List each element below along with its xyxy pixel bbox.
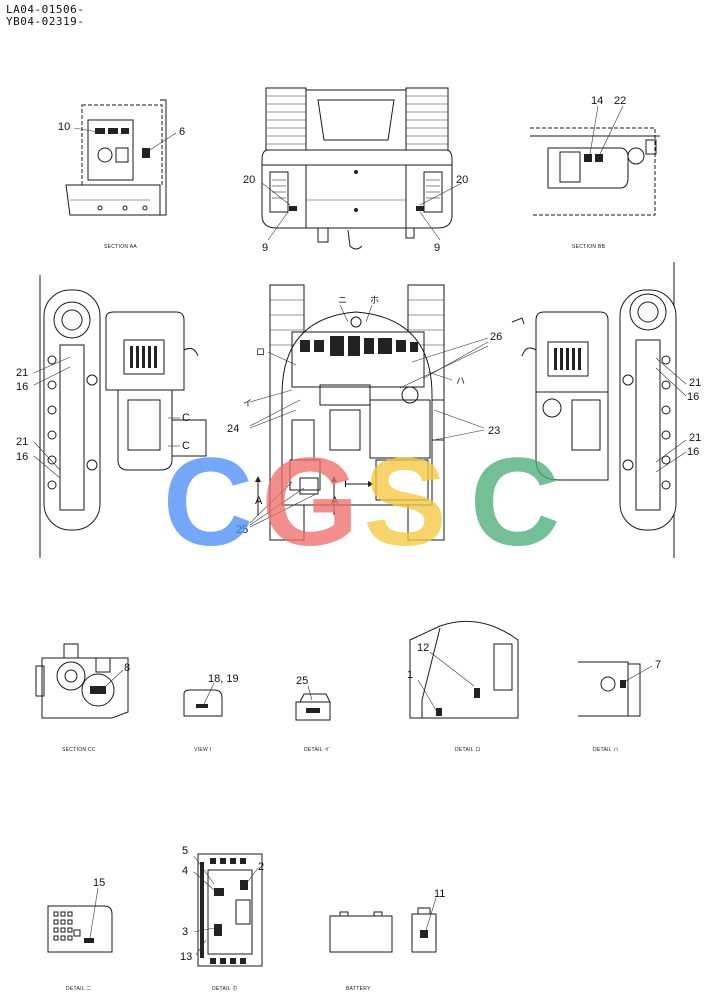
- detail-ho-view: [193, 853, 263, 967]
- section-marker-c-upper: C: [182, 412, 190, 424]
- callout-10: 10: [58, 121, 70, 133]
- callout-3: 3: [182, 926, 188, 938]
- callout-20-right: 20: [456, 174, 468, 186]
- watermark-letter: C: [163, 433, 253, 572]
- callout-1: 1: [407, 669, 413, 681]
- caption-section-cc: SECTION CC: [62, 747, 96, 753]
- callout-18-19: 18, 19: [208, 673, 239, 685]
- marker-ro: ロ: [256, 348, 265, 358]
- callout-23: 23: [488, 425, 500, 437]
- caption-section-aa: SECTION AA: [104, 244, 137, 250]
- caption-battery: BATTERY: [346, 986, 371, 992]
- section-marker-a-left: A: [255, 495, 263, 507]
- callout-4: 4: [182, 865, 188, 877]
- callout-2: 2: [258, 861, 264, 873]
- callout-21-right-upper: 21: [689, 377, 701, 389]
- watermark-letter: S: [363, 433, 446, 572]
- callout-9-right: 9: [434, 242, 440, 254]
- callout-13: 13: [180, 951, 192, 963]
- callout-26: 26: [490, 331, 502, 343]
- caption-detail-ha: DETAIL ハ: [593, 747, 619, 753]
- callout-9-left: 9: [262, 242, 268, 254]
- caption-section-bb: SECTION BB: [572, 244, 606, 250]
- section-aa-view: [65, 99, 177, 216]
- caption-view-i: VIEW I: [194, 747, 211, 753]
- caption-detail-ro: DETAIL ロ: [455, 747, 481, 753]
- callout-16-right-lower: 16: [687, 446, 699, 458]
- section-marker-a-right: A: [331, 495, 339, 507]
- rear-view: [261, 87, 463, 250]
- view-i: [183, 682, 223, 717]
- callout-25: 25: [236, 524, 248, 536]
- callout-21-left-upper: 21: [16, 367, 28, 379]
- callout-25-detail: 25: [296, 675, 308, 687]
- battery-view: [329, 897, 437, 953]
- callout-15: 15: [93, 877, 105, 889]
- callout-22: 22: [614, 95, 626, 107]
- callout-16-left-upper: 16: [16, 381, 28, 393]
- caption-detail-ni: DETAIL ニ: [66, 986, 92, 992]
- callout-12: 12: [417, 642, 429, 654]
- center-top-view: [249, 284, 489, 541]
- detail-ro-view: [409, 620, 519, 719]
- caption-detail-ho: DETAIL ホ: [212, 986, 238, 992]
- callout-16-right-upper: 16: [687, 391, 699, 403]
- serial-number-1: LA04-01506-: [6, 3, 85, 16]
- serial-number-2: YB04-02319-: [6, 15, 85, 28]
- section-bb-view: [530, 105, 660, 216]
- watermark-letter: G: [261, 433, 358, 572]
- callout-14: 14: [591, 95, 603, 107]
- section-marker-c-lower: C: [182, 440, 190, 452]
- callout-20-left: 20: [243, 174, 255, 186]
- callout-16-left-lower: 16: [16, 451, 28, 463]
- marker-ni: ニ: [338, 296, 347, 306]
- callout-8: 8: [124, 662, 130, 674]
- detail-ha-view: [578, 661, 653, 717]
- marker-i: イ: [243, 399, 252, 409]
- callout-24: 24: [227, 423, 239, 435]
- right-side-view: [511, 262, 687, 558]
- callout-11: 11: [434, 888, 445, 900]
- callout-6: 6: [179, 126, 185, 138]
- callout-5: 5: [182, 845, 188, 857]
- marker-ho: ホ: [370, 295, 379, 306]
- detail-ni-view: [47, 887, 113, 953]
- callout-21-right-lower: 21: [689, 432, 701, 444]
- left-side-view: [33, 275, 207, 558]
- detail-i-view: [295, 685, 331, 721]
- callout-7: 7: [655, 659, 661, 671]
- section-cc-view: [35, 643, 129, 719]
- caption-detail-i: DETAIL イ: [304, 747, 330, 753]
- watermark-letter: C: [470, 433, 560, 572]
- view-marker-i: I: [344, 478, 347, 490]
- callout-21-left-lower: 21: [16, 436, 28, 448]
- marker-ha: ハ: [456, 377, 465, 387]
